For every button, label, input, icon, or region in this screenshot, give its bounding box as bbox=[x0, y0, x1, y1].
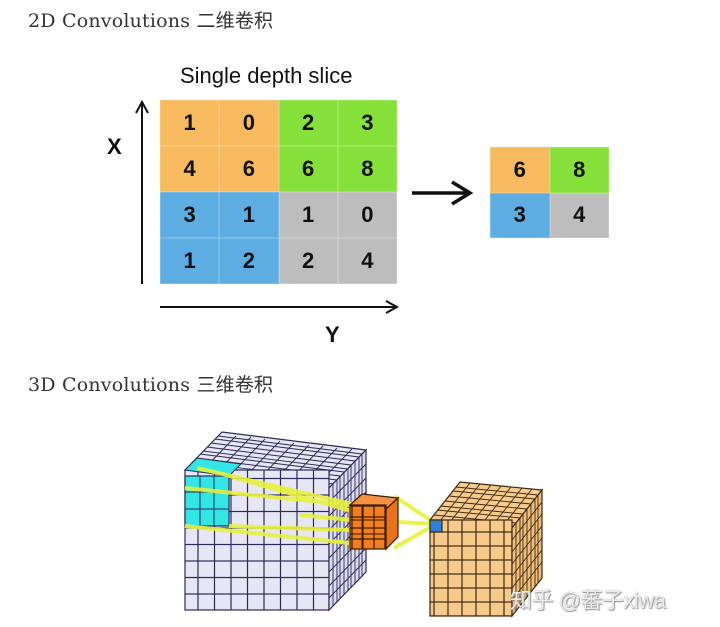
y-axis-label: Y bbox=[325, 322, 340, 347]
y-axis-arrow-icon bbox=[160, 300, 400, 314]
input-cell: 0 bbox=[219, 100, 279, 146]
projection-lines bbox=[184, 466, 438, 550]
input-cell: 3 bbox=[160, 192, 220, 238]
input-cell: 1 bbox=[278, 192, 338, 238]
watermark: 知乎 @蕃子xiwa bbox=[510, 588, 666, 613]
axes-overlay bbox=[135, 99, 474, 314]
input-cell: 8 bbox=[337, 146, 397, 192]
output-grid: 6 8 3 4 bbox=[490, 147, 609, 238]
input-cell: 6 bbox=[219, 146, 279, 192]
single-depth-slice-title: Single depth slice bbox=[180, 63, 353, 88]
input-grid: 1 0 2 3 4 6 6 8 3 1 1 0 1 2 2 4 bbox=[160, 100, 397, 284]
heading-3d-convolutions: 3D Convolutions 三维卷积 bbox=[28, 374, 274, 396]
output-voxel-highlight bbox=[429, 519, 443, 533]
input-cell: 1 bbox=[160, 100, 220, 146]
output-cell: 6 bbox=[490, 147, 550, 193]
input-cell: 1 bbox=[219, 192, 279, 238]
input-cell: 2 bbox=[278, 100, 338, 146]
right-arrow-icon bbox=[412, 180, 474, 206]
input-cell: 1 bbox=[160, 238, 220, 284]
input-cell: 2 bbox=[278, 238, 338, 284]
x-axis-label: X bbox=[107, 134, 122, 159]
input-cell: 6 bbox=[278, 146, 338, 192]
input-cell: 2 bbox=[219, 238, 279, 284]
input-cell: 0 bbox=[337, 192, 397, 238]
output-cell: 4 bbox=[549, 192, 609, 238]
input-cell: 4 bbox=[337, 238, 397, 284]
kernel-cube bbox=[348, 493, 400, 551]
output-cell: 8 bbox=[549, 147, 609, 193]
input-cube bbox=[183, 431, 368, 612]
input-cell: 4 bbox=[160, 146, 220, 192]
output-cell: 3 bbox=[490, 192, 550, 238]
output-cube bbox=[428, 481, 544, 618]
input-cell: 3 bbox=[337, 100, 397, 146]
heading-2d-convolutions: 2D Convolutions 二维卷积 bbox=[28, 10, 274, 32]
x-axis-arrow-icon bbox=[135, 99, 149, 284]
